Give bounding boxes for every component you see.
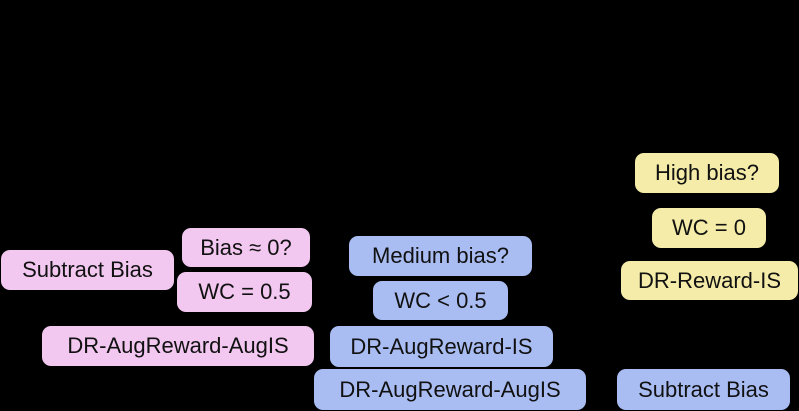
pink-estimator-label: DR-AugReward-AugIS: [67, 333, 289, 358]
blue-estimator-box: DR-AugReward-IS: [330, 326, 553, 367]
blue-estimator-alt-box: DR-AugReward-AugIS: [314, 369, 586, 410]
blue-estimator-alt-label: DR-AugReward-AugIS: [339, 376, 561, 402]
blue-subtract-bias-box: Subtract Bias: [617, 369, 790, 410]
pink-subtract-bias-box: Subtract Bias: [1, 250, 174, 290]
pink-weight-condition-box: WC = 0.5: [177, 272, 312, 312]
blue-bias-question-box: Medium bias?: [349, 236, 532, 276]
pink-bias-question-box: Bias ≈ 0?: [182, 228, 310, 267]
yellow-estimator-box: DR-Reward-IS: [621, 261, 798, 300]
blue-weight-condition-label: WC < 0.5: [394, 287, 487, 313]
blue-subtract-bias-label: Subtract Bias: [638, 376, 769, 402]
yellow-estimator-label: DR-Reward-IS: [637, 267, 782, 293]
yellow-bias-question-box: High bias?: [635, 153, 779, 193]
yellow-bias-question-label: High bias?: [655, 160, 759, 185]
pink-estimator-box: DR-AugReward-AugIS: [42, 326, 314, 366]
blue-weight-condition-box: WC < 0.5: [373, 281, 508, 320]
yellow-weight-condition-box: WC = 0: [652, 208, 766, 248]
blue-estimator-label: DR-AugReward-IS: [350, 333, 533, 359]
pink-subtract-bias-label: Subtract Bias: [22, 257, 153, 282]
blue-bias-question-label: Medium bias?: [372, 243, 509, 268]
yellow-weight-condition-label: WC = 0: [672, 215, 746, 240]
pink-bias-question-label: Bias ≈ 0?: [200, 234, 292, 260]
pink-weight-condition-label: WC = 0.5: [198, 279, 291, 304]
